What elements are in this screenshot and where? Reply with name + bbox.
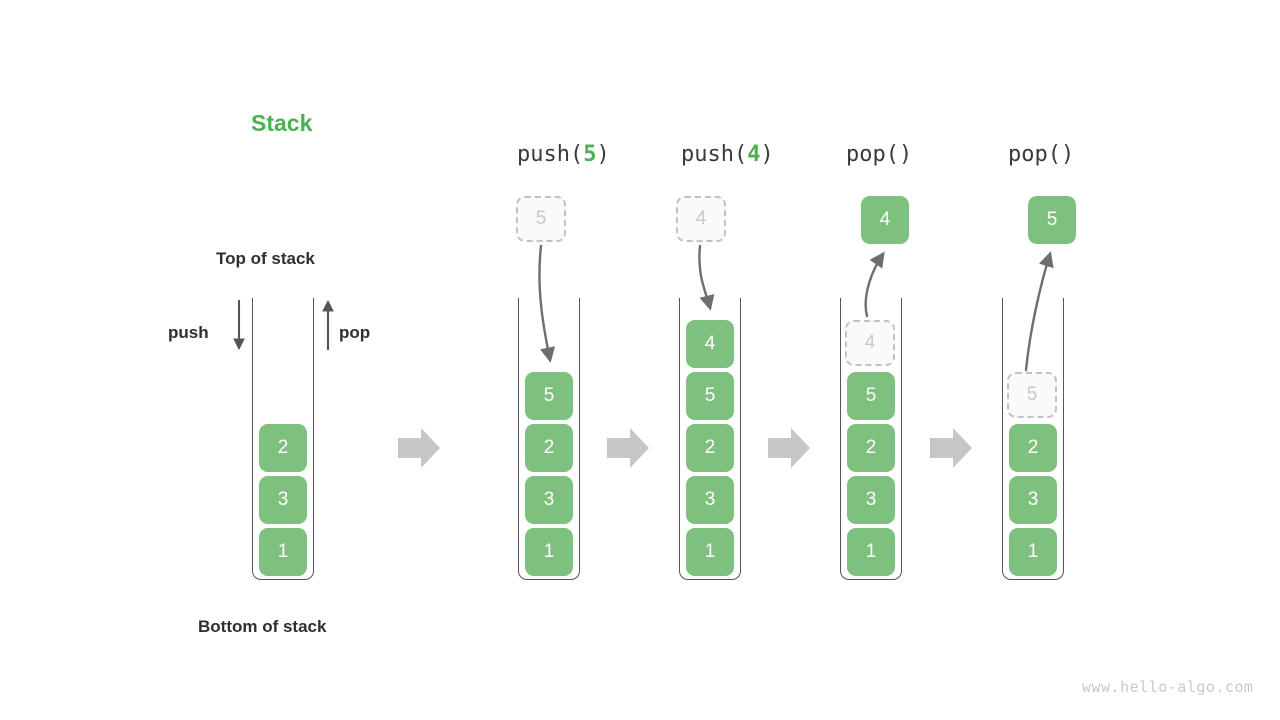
stack-container-pop-1 <box>840 298 902 580</box>
flow-arrow-1 <box>398 428 440 468</box>
header-push-4-arg: 4 <box>747 142 761 167</box>
stack-cell: 2 <box>847 424 895 472</box>
header-push-5-arg: 5 <box>583 142 597 167</box>
pop-label: pop <box>339 323 371 342</box>
watermark: www.hello-algo.com <box>1082 678 1254 696</box>
popped-cell: 5 <box>1028 196 1076 244</box>
page-title: Stack <box>251 110 313 136</box>
stack-cell: 5 <box>686 372 734 420</box>
stack-cell: 1 <box>847 528 895 576</box>
incoming-ghost-cell: 5 <box>516 196 566 242</box>
header-push-4: push(4) <box>681 142 774 167</box>
header-push-5: push(5) <box>517 142 610 167</box>
stack-cell: 3 <box>686 476 734 524</box>
stack-cell: 1 <box>525 528 573 576</box>
stack-container-initial <box>252 298 314 580</box>
header-push-5-op: push( <box>517 142 584 167</box>
bottom-of-stack-label: Bottom of stack <box>198 617 327 636</box>
header-pop-2-op: pop() <box>1008 142 1075 167</box>
stack-cell: 1 <box>259 528 307 576</box>
outgoing-ghost-cell: 5 <box>1007 372 1057 418</box>
stack-cell: 4 <box>686 320 734 368</box>
stack-cell: 1 <box>1009 528 1057 576</box>
popped-cell: 4 <box>861 196 909 244</box>
header-pop-2: pop() <box>1008 142 1074 167</box>
incoming-ghost-cell: 4 <box>676 196 726 242</box>
header-push-4-close: ) <box>760 142 774 167</box>
stack-container-push-4 <box>679 298 741 580</box>
push-label: push <box>168 323 209 342</box>
header-push-4-op: push( <box>681 142 748 167</box>
stack-cell: 2 <box>1009 424 1057 472</box>
header-push-5-close: ) <box>596 142 610 167</box>
header-pop-1: pop() <box>846 142 912 167</box>
flow-arrow-4 <box>930 428 972 468</box>
stack-container-push-5 <box>518 298 580 580</box>
stack-cell: 3 <box>525 476 573 524</box>
stack-cell: 2 <box>686 424 734 472</box>
stack-cell: 5 <box>847 372 895 420</box>
flow-arrow-3 <box>768 428 810 468</box>
stack-cell: 3 <box>847 476 895 524</box>
outgoing-ghost-cell: 4 <box>845 320 895 366</box>
top-of-stack-label: Top of stack <box>216 249 315 268</box>
stack-cell: 5 <box>525 372 573 420</box>
stack-cell: 1 <box>686 528 734 576</box>
stack-cell: 2 <box>525 424 573 472</box>
flow-arrow-2 <box>607 428 649 468</box>
header-pop-1-op: pop() <box>846 142 913 167</box>
stack-cell: 2 <box>259 424 307 472</box>
stack-cell: 3 <box>1009 476 1057 524</box>
stack-cell: 3 <box>259 476 307 524</box>
stack-container-pop-2 <box>1002 298 1064 580</box>
